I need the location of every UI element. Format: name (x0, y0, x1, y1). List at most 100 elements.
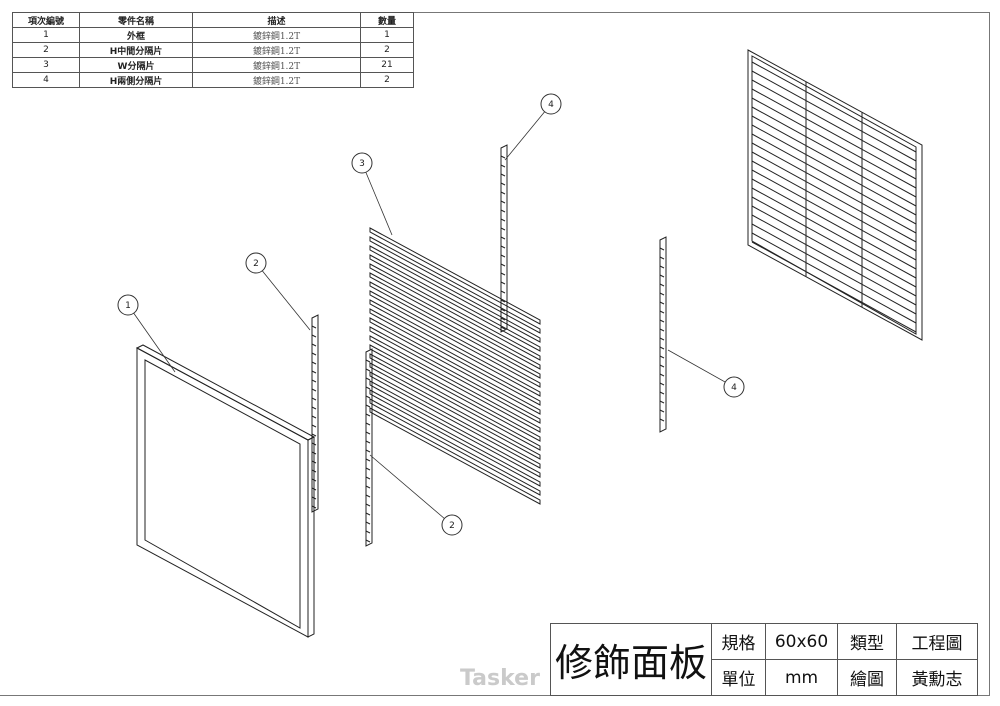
leader-line (127, 304, 176, 373)
strip-notch (659, 292, 665, 296)
strip-notch (311, 334, 317, 338)
w-divider-slat (369, 290, 541, 388)
leader-line (361, 162, 393, 236)
strip-notch (311, 370, 317, 374)
strip-notch (659, 247, 665, 251)
assembled-slat (751, 196, 917, 288)
assembled-slat (751, 124, 917, 216)
strip-notch (311, 496, 317, 500)
w-divider-slat (369, 272, 541, 370)
assembled-slat (751, 79, 917, 171)
item-balloon: 3 (351, 152, 373, 174)
assembled-slat (751, 241, 917, 333)
strip-notch (500, 173, 506, 177)
strip-notch (365, 476, 371, 480)
balloon-number: 4 (731, 383, 737, 393)
strip-notch (659, 337, 665, 341)
strip-notch (365, 494, 371, 498)
part-4-h-side-divider (659, 236, 667, 433)
strip-notch (311, 415, 317, 419)
w-divider-slat (369, 389, 541, 487)
strip-notch (659, 310, 665, 314)
strip-notch (311, 451, 317, 455)
strip-notch (311, 325, 317, 329)
strip-notch (311, 379, 317, 383)
leader-line (504, 103, 552, 161)
balloon-number: 3 (359, 159, 365, 169)
w-divider-slat (369, 344, 541, 442)
balloon-number: 1 (125, 301, 131, 311)
w-divider-slat (369, 362, 541, 460)
strip-notch (659, 256, 665, 260)
frame-top-depth (135, 344, 316, 441)
strip-notch (500, 218, 506, 222)
strip-notch (311, 505, 317, 509)
leader-line (369, 454, 453, 526)
strip-notch (365, 422, 371, 426)
strip-notch (659, 283, 665, 287)
assembled-slat (751, 232, 917, 324)
w-divider-slat (369, 254, 541, 352)
w-divider-slat (369, 317, 541, 415)
quantity: 2 (360, 72, 414, 88)
assembled-slat (751, 169, 917, 261)
strip-notch (365, 413, 371, 417)
strip-notch (659, 301, 665, 305)
strip-body (311, 314, 319, 513)
strip-notch (659, 274, 665, 278)
w-divider-slat (369, 398, 541, 496)
strip-notch (500, 245, 506, 249)
strip-notch (365, 521, 371, 525)
balloon-number: 2 (449, 521, 455, 531)
unit-value: mm (765, 659, 838, 696)
w-divider-slat (369, 308, 541, 406)
strip-notch (311, 460, 317, 464)
w-divider-slat (369, 371, 541, 469)
strip-notch (365, 503, 371, 507)
leader-line (667, 349, 735, 388)
part-1-outer-frame (135, 344, 316, 638)
w-divider-slat (369, 407, 541, 505)
strip-notch (659, 328, 665, 332)
watermark: Tasker (460, 666, 540, 691)
leader-line (255, 262, 311, 331)
strip-notch (659, 391, 665, 395)
strip-body (659, 236, 667, 433)
strip-notch (311, 469, 317, 473)
strip-notch (365, 449, 371, 453)
strip-notch (311, 478, 317, 482)
frame-side-depth (307, 436, 315, 638)
assembled-slat (751, 61, 917, 153)
title-block: 修飾面板 規格 60x60 類型 工程圖 單位 mm 繪圖 黃勳志 (550, 623, 978, 696)
item-balloon: 2 (245, 252, 267, 274)
item-balloon: 4 (723, 376, 745, 398)
strip-body (365, 348, 373, 547)
strip-notch (365, 359, 371, 363)
strip-notch (500, 182, 506, 186)
strip-notch (659, 418, 665, 422)
part-2-h-middle-divider (311, 314, 319, 513)
assembled-slat (751, 142, 917, 234)
strip-notch (659, 319, 665, 323)
strip-notch (659, 382, 665, 386)
assembled-slat (751, 160, 917, 252)
strip-notch (311, 442, 317, 446)
balloon-number: 4 (548, 100, 554, 110)
part-2-h-middle-divider (365, 348, 373, 547)
strip-notch (365, 377, 371, 381)
assembled-slat (751, 187, 917, 279)
strip-notch (500, 299, 506, 303)
w-divider-slat (369, 335, 541, 433)
strip-notch (311, 424, 317, 428)
assembled-slat (751, 178, 917, 270)
strip-notch (500, 191, 506, 195)
strip-notch (500, 308, 506, 312)
strip-notch (659, 364, 665, 368)
strip-notch (311, 343, 317, 347)
strip-notch (500, 227, 506, 231)
balloon-circle (245, 252, 267, 274)
